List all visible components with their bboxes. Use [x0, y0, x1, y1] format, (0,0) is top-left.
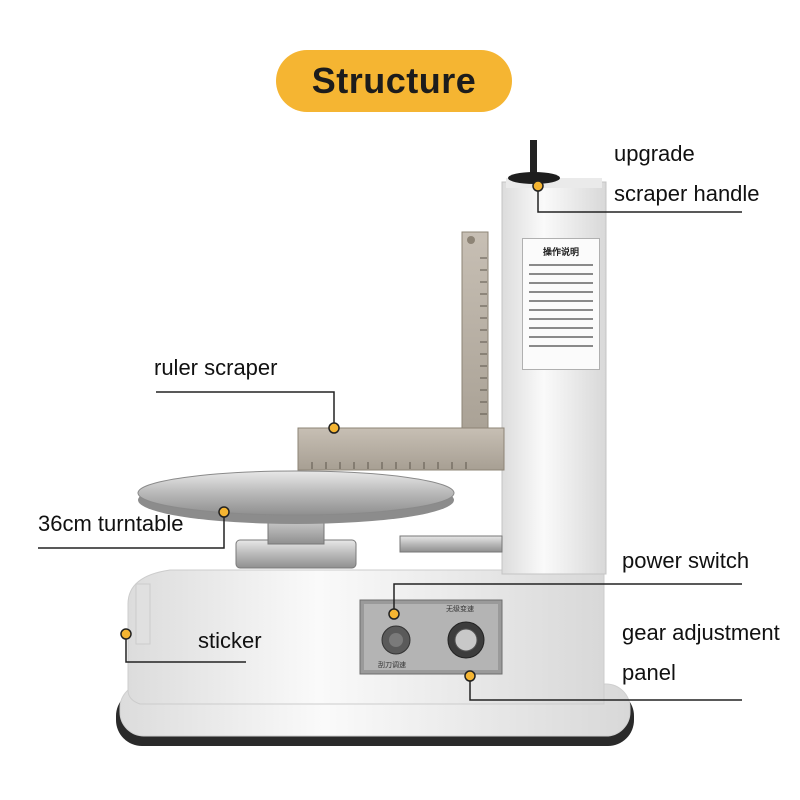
marker-dot-gear — [464, 670, 476, 682]
instruction-lines — [529, 264, 593, 347]
label-scraper-handle: scraper handle — [614, 181, 760, 206]
sticker-area — [135, 583, 151, 645]
label-upgrade: upgrade — [614, 141, 695, 166]
title-pill: Structure — [276, 50, 512, 112]
vertical-ruler — [461, 231, 489, 449]
marker-dot-power — [388, 608, 400, 620]
panel-label-scraper: 刮刀调速 — [378, 661, 406, 669]
horizontal-ruler — [297, 427, 505, 471]
leader-handle — [537, 186, 742, 213]
instruction-title: 操作说明 — [542, 248, 579, 258]
label-panel: panel — [622, 660, 676, 685]
slide-rail — [399, 535, 503, 553]
label-sticker: sticker — [198, 628, 262, 653]
leader-sticker — [125, 636, 246, 663]
leader-turntable — [38, 512, 225, 549]
turntable-top — [137, 470, 455, 516]
leader-ruler-scraper — [156, 391, 335, 428]
leader-gear — [469, 676, 742, 701]
handle-wheel — [508, 172, 560, 184]
label-ruler-scraper: ruler scraper — [154, 355, 278, 380]
instruction-sheet: 操作说明 — [522, 238, 600, 370]
handle-stem — [530, 140, 537, 174]
marker-dot-turntable — [218, 506, 230, 518]
diagram-title: Structure — [311, 60, 477, 101]
label-turntable: 36cm turntable — [38, 511, 184, 536]
panel-label-speed: 无级变速 — [446, 605, 474, 613]
marker-dot-ruler — [328, 422, 340, 434]
marker-dot-handle — [532, 180, 544, 192]
label-gear-adjustment: gear adjustment — [622, 620, 780, 645]
marker-dot-sticker — [120, 628, 132, 640]
label-power-switch: power switch — [622, 548, 750, 573]
leader-power-switch — [393, 583, 742, 614]
